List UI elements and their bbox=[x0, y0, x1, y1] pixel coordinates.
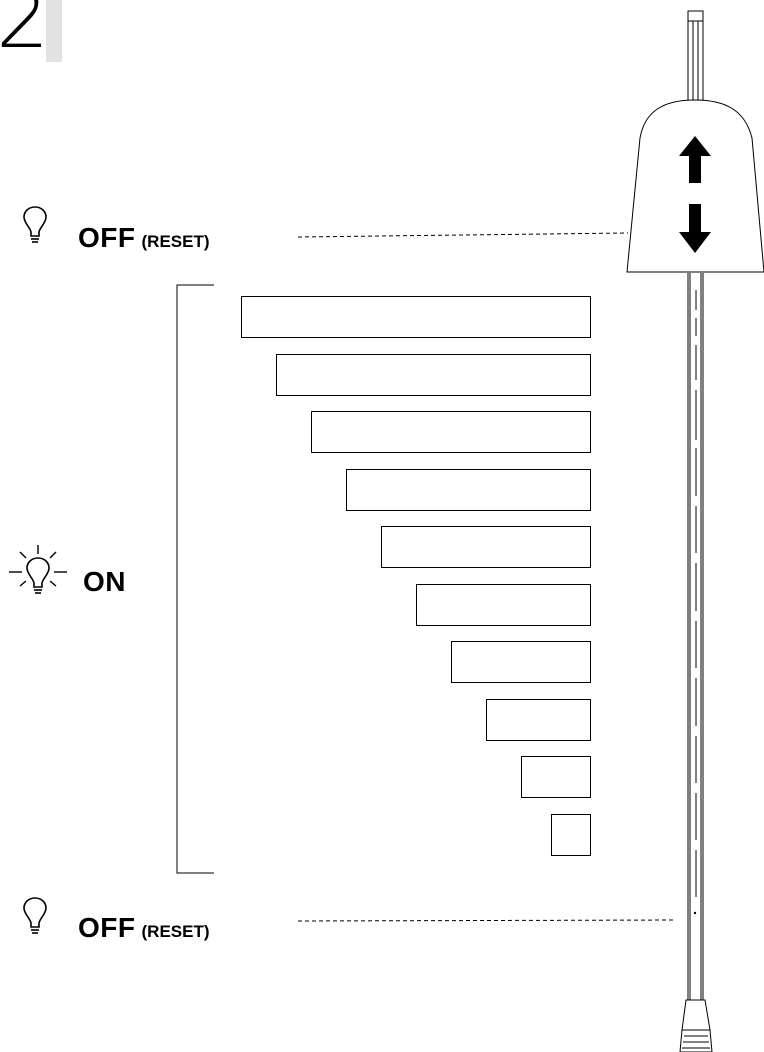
on-level-bar bbox=[276, 354, 591, 396]
off-text: OFF bbox=[78, 222, 136, 253]
step-number: 2 bbox=[0, 0, 49, 67]
off-bottom-leader-line bbox=[297, 919, 677, 922]
arrow-down-icon bbox=[679, 204, 711, 253]
pole-top-cap bbox=[687, 10, 704, 22]
on-level-bar bbox=[381, 526, 591, 568]
off-text: OFF bbox=[78, 912, 136, 943]
pole bbox=[687, 10, 704, 1000]
on-text: ON bbox=[83, 566, 126, 597]
lightbulb-on-icon bbox=[9, 545, 67, 594]
on-level-bar bbox=[486, 699, 591, 741]
pole-dot bbox=[693, 911, 697, 915]
on-level-bar bbox=[346, 469, 591, 511]
on-level-bar bbox=[241, 296, 591, 338]
on-level-bar bbox=[311, 411, 591, 453]
on-range-bracket bbox=[176, 284, 214, 874]
on-level-bar bbox=[451, 641, 591, 683]
pole-base bbox=[679, 999, 713, 1052]
on-level-bar bbox=[521, 756, 591, 798]
reset-text: (RESET) bbox=[141, 922, 210, 941]
arrow-up-icon bbox=[679, 136, 711, 183]
reset-text: (RESET) bbox=[141, 232, 210, 251]
on-level-bar bbox=[416, 584, 591, 626]
lightbulb-off-icon bbox=[23, 206, 47, 243]
step-tab bbox=[46, 0, 62, 62]
off-top-leader-line bbox=[297, 232, 629, 238]
control-head bbox=[626, 99, 764, 273]
on-level-bar bbox=[551, 814, 591, 856]
off-reset-label-bottom: OFF (RESET) bbox=[78, 912, 210, 944]
on-label: ON bbox=[83, 566, 126, 598]
lightbulb-off-icon bbox=[23, 897, 47, 934]
off-reset-label-top: OFF (RESET) bbox=[78, 222, 210, 254]
